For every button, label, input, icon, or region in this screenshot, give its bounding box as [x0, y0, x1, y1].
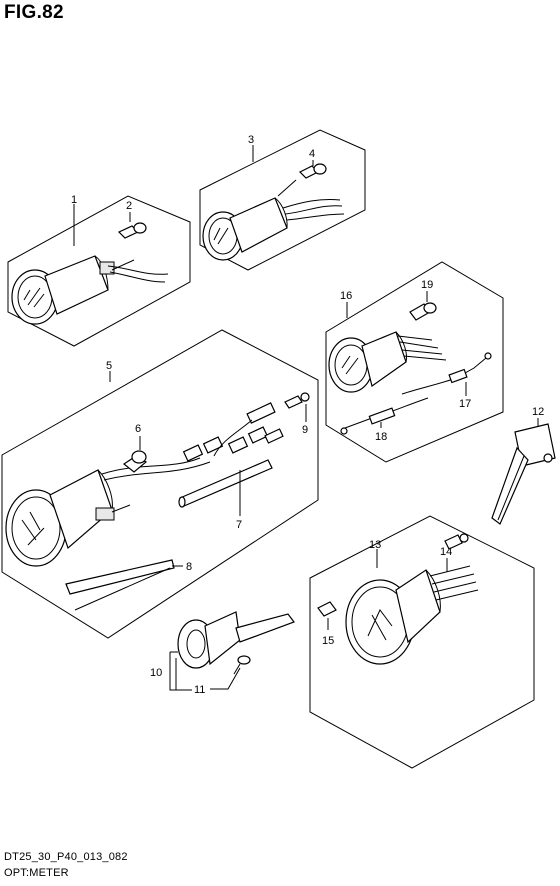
bulb-19[interactable]	[409, 302, 437, 321]
callout-17: 17	[459, 398, 471, 410]
figure-title: FIG.82	[4, 2, 64, 23]
cable-tie-8[interactable]	[65, 559, 175, 611]
meter-gauge-3[interactable]	[202, 179, 345, 261]
diagram-caption: OPT:METER	[4, 867, 69, 879]
meter-gauge-5[interactable]	[5, 457, 211, 567]
part-group-10: 10 11	[150, 611, 295, 696]
callout-8: 8	[186, 561, 192, 573]
tube-7[interactable]	[178, 459, 273, 508]
part-group-3: 3 4	[199, 129, 366, 271]
screw-11[interactable]	[233, 655, 251, 675]
terminal-9[interactable]	[284, 392, 310, 409]
part-group-13: 13 14 15	[309, 515, 535, 769]
callout-10: 10	[150, 667, 162, 679]
callout-7: 7	[236, 519, 242, 531]
bulb-2[interactable]	[117, 222, 147, 239]
wire-18[interactable]	[340, 397, 429, 435]
callout-5: 5	[106, 360, 112, 372]
callout-18: 18	[375, 431, 387, 443]
callout-14: 14	[440, 546, 452, 558]
meter-gauge-16[interactable]	[328, 331, 447, 393]
callout-1: 1	[71, 194, 77, 206]
callout-19: 19	[421, 279, 433, 291]
bulb-15[interactable]	[317, 601, 337, 617]
diagram-code: DT25_30_P40_013_082	[4, 851, 128, 863]
callout-11: 11	[194, 684, 205, 696]
part-group-12: 12	[491, 406, 556, 525]
wire-17[interactable]	[401, 352, 492, 395]
callout-16: 16	[340, 290, 352, 302]
callout-9: 9	[302, 424, 308, 436]
callout-4: 4	[309, 148, 315, 160]
callout-3: 3	[248, 134, 254, 146]
part-group-1: 1 2	[7, 194, 191, 347]
meter-gauge-13[interactable]	[345, 565, 479, 665]
part-group-16: 16 17 18 19	[325, 261, 504, 463]
bulb-6[interactable]	[122, 450, 148, 473]
meter-gauge-1[interactable]	[11, 255, 169, 325]
bulb-14[interactable]	[444, 533, 469, 550]
bracket-10[interactable]	[177, 611, 295, 669]
callout-12: 12	[532, 406, 544, 418]
callout-13: 13	[369, 539, 381, 551]
part-group-5: 5 6 7 8 9	[1, 329, 319, 639]
bulb-4[interactable]	[298, 163, 327, 179]
callout-6: 6	[135, 423, 141, 435]
harness-connectors[interactable]	[182, 402, 284, 462]
callout-15: 15	[322, 635, 334, 647]
sensor-12[interactable]	[491, 423, 556, 525]
callout-2: 2	[126, 200, 132, 212]
